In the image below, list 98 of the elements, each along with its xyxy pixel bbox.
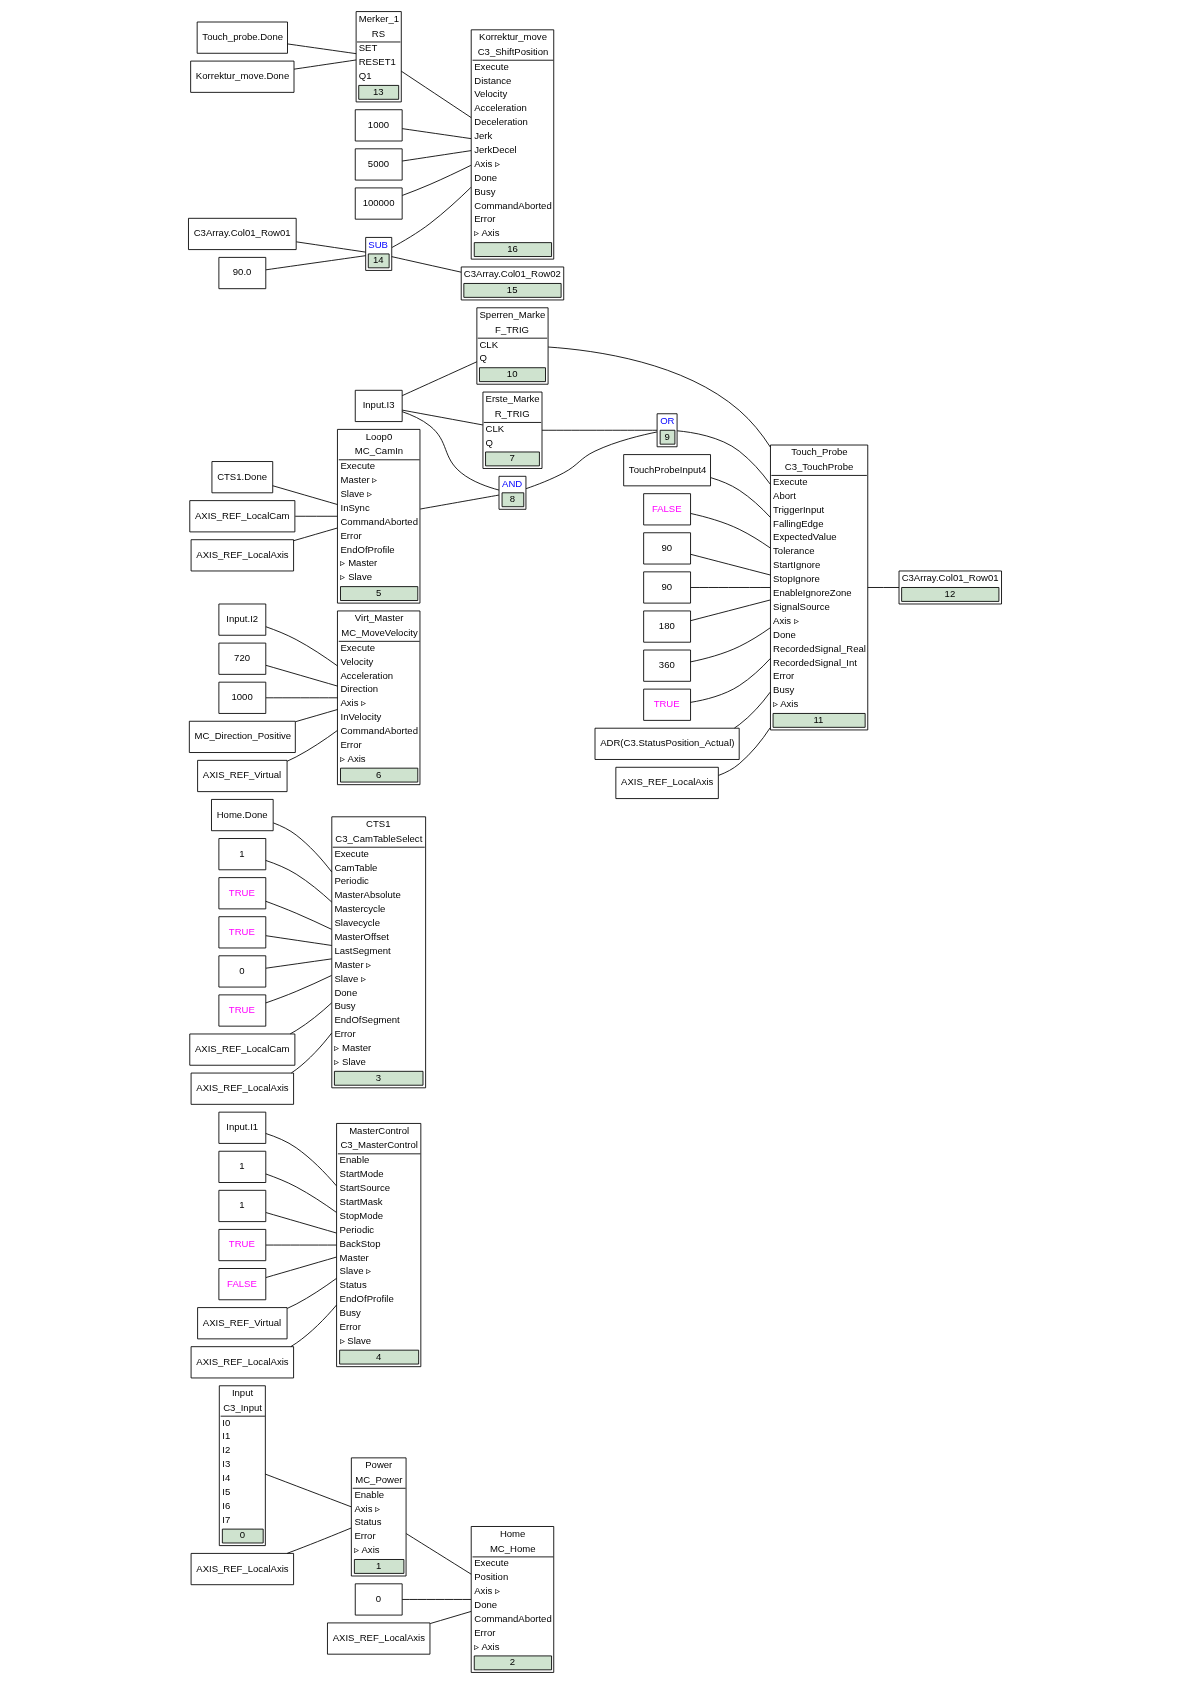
- connector: [272, 485, 338, 505]
- node-box: TouchProbeInput4: [623, 454, 711, 487]
- connector: [710, 477, 771, 518]
- node-box: TRUE: [218, 994, 267, 1027]
- connector: [690, 627, 771, 663]
- node-box: AXIS_REF_LocalAxis: [615, 766, 719, 799]
- node-box: Touch_probe.Done: [196, 21, 288, 54]
- connector: [401, 361, 478, 397]
- node-box: AXIS_REF_LocalAxis: [190, 1346, 294, 1379]
- node-box: 1: [218, 1189, 267, 1223]
- node-box: AXIS_REF_Virtual: [197, 1307, 288, 1340]
- connector: [286, 1277, 337, 1309]
- node-box: 180: [643, 610, 691, 643]
- node-box: 360: [643, 649, 691, 682]
- connector: [718, 727, 771, 776]
- node-box: CTS1.Done: [211, 461, 274, 494]
- connector: [541, 429, 658, 431]
- node-box: 100000: [354, 187, 403, 220]
- connector: [391, 256, 462, 273]
- connector: [295, 709, 338, 723]
- node-box: AXIS_REF_LocalCam: [189, 500, 296, 533]
- connector: [295, 241, 366, 253]
- connector: [293, 527, 338, 542]
- connector: [290, 1304, 337, 1347]
- node-box: FALSE: [643, 493, 691, 526]
- connector: [265, 935, 333, 946]
- node-box: AXIS_REF_LocalAxis: [190, 1072, 294, 1105]
- node-box: ADR(C3.StatusPosition_Actual): [594, 727, 740, 760]
- node-box: FALSE: [218, 1268, 267, 1301]
- connector: [293, 59, 357, 70]
- connector: [734, 691, 771, 729]
- node-box: 1000: [218, 681, 267, 714]
- connector: [867, 587, 900, 588]
- connector: [525, 431, 658, 490]
- node-box: MC_Direction_Positive: [188, 720, 296, 753]
- node-box: 90: [643, 532, 691, 565]
- connector: [676, 430, 771, 485]
- node-box: 5000: [354, 148, 403, 181]
- node-box: 1: [218, 838, 267, 871]
- connector: [265, 697, 338, 699]
- connector: [265, 900, 332, 930]
- connector: [265, 975, 332, 1004]
- connector: [419, 494, 500, 510]
- connector: [401, 1599, 472, 1600]
- connector: [429, 1611, 472, 1624]
- connector: [391, 187, 472, 248]
- node-box: TRUE: [218, 1229, 267, 1262]
- connector: [273, 822, 333, 873]
- connector: [400, 70, 472, 118]
- connector: [265, 860, 333, 903]
- connector: [265, 1473, 352, 1508]
- connector: [401, 164, 472, 196]
- connector: [690, 513, 771, 549]
- connector: [286, 730, 338, 762]
- node-box: TRUE: [643, 688, 691, 721]
- connector: [401, 150, 472, 162]
- connector: [265, 1133, 337, 1187]
- node-box: AXIS_REF_Virtual: [197, 759, 288, 793]
- connector: [265, 958, 333, 969]
- node-box: Input.I1: [218, 1111, 267, 1144]
- connector: [401, 409, 484, 426]
- node-box: C3Array.Col01_Row01: [188, 217, 297, 250]
- connector: [290, 1032, 333, 1074]
- node-box: 720: [218, 642, 267, 675]
- connector: [265, 255, 366, 271]
- connector: [294, 515, 338, 517]
- connector: [265, 626, 338, 667]
- connector: [405, 1533, 472, 1575]
- connector: [690, 553, 771, 576]
- node-box: 0: [354, 1583, 403, 1616]
- connector: [265, 1244, 337, 1246]
- connector: [690, 587, 771, 588]
- node-box: AXIS_REF_LocalAxis: [190, 539, 294, 572]
- node-box: 1: [218, 1150, 267, 1183]
- connector: [265, 664, 338, 687]
- node-box: 90.0: [218, 256, 267, 290]
- connector: [265, 1173, 337, 1213]
- node-box: TRUE: [218, 877, 267, 910]
- connector: [287, 43, 357, 55]
- connector: [265, 1256, 337, 1278]
- node-box: 90: [643, 571, 691, 604]
- connector: [401, 411, 500, 491]
- node-box: TRUE: [218, 916, 267, 949]
- node-box: AXIS_REF_LocalCam: [189, 1033, 296, 1066]
- node-box: Korrektur_move.Done: [190, 60, 295, 93]
- connector: [690, 657, 771, 703]
- connector: [289, 1002, 333, 1035]
- node-box: 1000: [354, 109, 403, 142]
- node-box: 0: [218, 955, 267, 988]
- connector: [265, 1212, 337, 1234]
- connector: [286, 1527, 352, 1554]
- node-box: Input.I3: [354, 389, 403, 422]
- node-box: AXIS_REF_LocalAxis: [190, 1553, 294, 1586]
- node-box: Home.Done: [211, 799, 274, 832]
- connector: [690, 599, 771, 622]
- node-box: AXIS_REF_LocalAxis: [327, 1622, 431, 1655]
- node-box: Input.I2: [218, 603, 267, 636]
- connector: [401, 128, 472, 140]
